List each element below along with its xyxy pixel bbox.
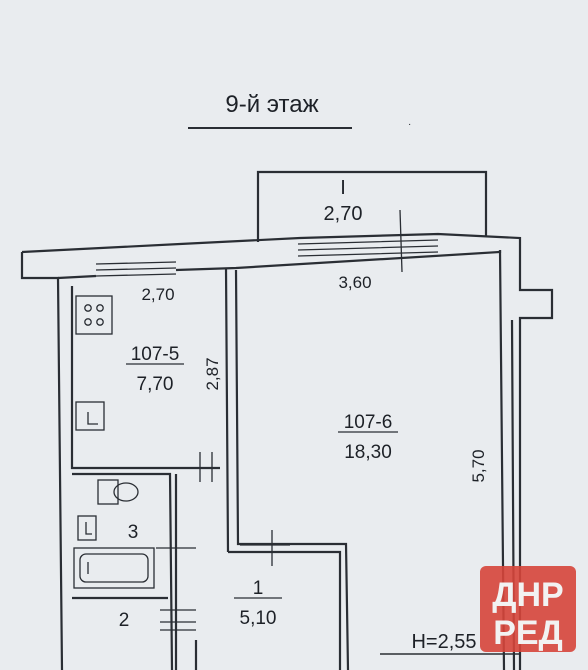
kitchen: 2,70 107-5 7,70 2,87 bbox=[70, 285, 222, 482]
living-number: 107-6 bbox=[344, 412, 393, 433]
kitchen-number: 107-5 bbox=[131, 344, 180, 365]
hall-number: 1 bbox=[253, 578, 264, 599]
watermark-line1: ДНР bbox=[492, 576, 563, 614]
kitchen-area: 7,70 bbox=[137, 374, 174, 395]
room-width: 3,60 bbox=[338, 273, 371, 292]
hall-area: 5,10 bbox=[240, 608, 277, 629]
dnr-red-watermark-logo: ДНР РЕД bbox=[480, 566, 576, 652]
kitchen-width: 2,70 bbox=[141, 285, 174, 304]
kitchen-depth: 2,87 bbox=[203, 357, 222, 390]
sink-icon bbox=[75, 401, 105, 431]
living-area: 18,30 bbox=[344, 442, 392, 463]
washbasin-icon bbox=[77, 515, 97, 541]
room-depth: 5,70 bbox=[469, 449, 488, 482]
stove-icon bbox=[75, 295, 113, 335]
bathroom-block: 3 2 bbox=[72, 472, 196, 670]
toilet-icon bbox=[97, 479, 119, 505]
outer-walls bbox=[20, 209, 554, 670]
balcony: I 2,70 bbox=[256, 170, 488, 242]
balcony-label: I bbox=[340, 177, 346, 199]
partition-walls bbox=[224, 267, 350, 670]
svg-text:·: · bbox=[408, 119, 411, 130]
balcony-area: 2,70 bbox=[324, 203, 363, 225]
watermark-line2: РЕД bbox=[493, 614, 563, 652]
bathtub-icon bbox=[73, 547, 155, 589]
floor-title: 9-й этаж bbox=[225, 91, 318, 118]
hall: 1 5,10 bbox=[194, 578, 282, 670]
ceiling-height: H=2,55 bbox=[411, 631, 476, 653]
wc-number: 2 bbox=[119, 610, 130, 631]
bathroom-number: 3 bbox=[128, 522, 139, 543]
